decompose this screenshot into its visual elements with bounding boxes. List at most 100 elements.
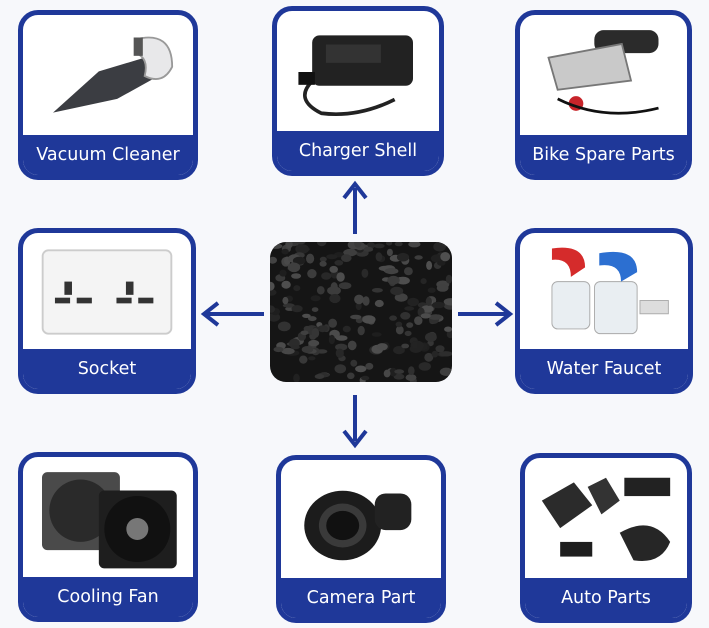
pellet [270,256,277,264]
pellet [326,254,338,260]
pellet [277,321,291,332]
arrow-left-icon [200,301,264,327]
charger-shell-image [283,17,433,127]
pellet [317,325,328,333]
pellet [396,252,410,262]
pellet [291,345,300,350]
pellet [371,288,383,293]
pellet [436,284,449,292]
pellet [273,346,284,353]
pellet [334,260,344,266]
card-label: Socket [23,349,191,389]
pellet [418,362,431,371]
pellet [316,242,327,247]
pellet [395,321,403,328]
pellet [282,303,295,308]
pellet [426,260,433,270]
pellet [281,347,295,355]
card-label: Vacuum Cleaner [23,135,193,175]
pellet [376,343,388,351]
auto-parts-image [531,464,681,574]
pellet [302,313,311,318]
pellet [428,314,442,320]
pellet [354,242,362,248]
pellet [373,243,385,249]
pellet [329,265,338,273]
arrow-up-icon [342,180,368,234]
card-label: Auto Parts [525,578,687,618]
pellet [301,346,314,353]
pellet [347,340,357,351]
pellet [354,294,364,305]
pellet [393,373,405,380]
pellet [407,297,419,307]
pellet [443,298,452,306]
pellet [374,299,384,308]
pellet [308,339,320,347]
card-label: Camera Part [281,578,441,618]
pellet [389,367,397,377]
pellet [393,346,405,355]
pellet [282,296,289,305]
pellet [427,287,436,293]
bike-spare-parts-image [526,21,681,131]
pellet [431,301,445,309]
pellet [439,351,452,357]
pellet [420,313,431,319]
pellet [308,316,317,322]
pellet [335,348,344,358]
pellet [293,373,300,382]
card-label: Water Faucet [520,349,688,389]
pellet [414,316,423,325]
pellet [406,322,414,328]
pellet [328,334,335,345]
card-charger-shell: Charger Shell [272,6,444,176]
pellet [384,268,399,275]
pellet [311,307,319,312]
card-socket: Socket [18,228,196,394]
pellet [347,372,355,380]
center-image [270,242,452,382]
pellet [270,289,277,296]
pellet [420,278,427,285]
pellet [308,356,316,361]
pellet [355,365,367,373]
pellet [404,330,412,337]
pellet [408,366,415,376]
pellet [355,302,362,311]
pellet [375,252,383,262]
pellet [371,332,382,337]
pellet [285,242,293,249]
pellet [319,256,327,262]
arrow-right-icon [458,301,514,327]
pellet [281,280,291,289]
pellet [328,318,337,328]
card-label: Charger Shell [277,131,439,171]
plastic-pellets-image [270,242,452,382]
pellet [383,369,391,378]
pellet [338,282,352,290]
pellet [446,330,452,339]
pellet [291,273,302,279]
pellet [350,359,358,367]
pellet [310,295,321,302]
card-auto-parts: Auto Parts [520,453,692,623]
pellet [291,305,303,313]
pellet [444,326,452,332]
pellet [292,256,306,265]
pellet [394,293,408,302]
pellet [361,268,369,278]
pellet [363,246,374,252]
pellet [329,293,341,304]
pellet [405,374,417,381]
pellet [270,312,281,322]
pellet [389,315,397,321]
pellet [437,260,446,266]
pellet [431,350,439,358]
pellet [401,343,410,349]
pellet [281,248,289,255]
pellet [307,269,317,279]
pellet [408,242,421,248]
card-label: Cooling Fan [23,577,193,617]
pellet [336,272,345,282]
